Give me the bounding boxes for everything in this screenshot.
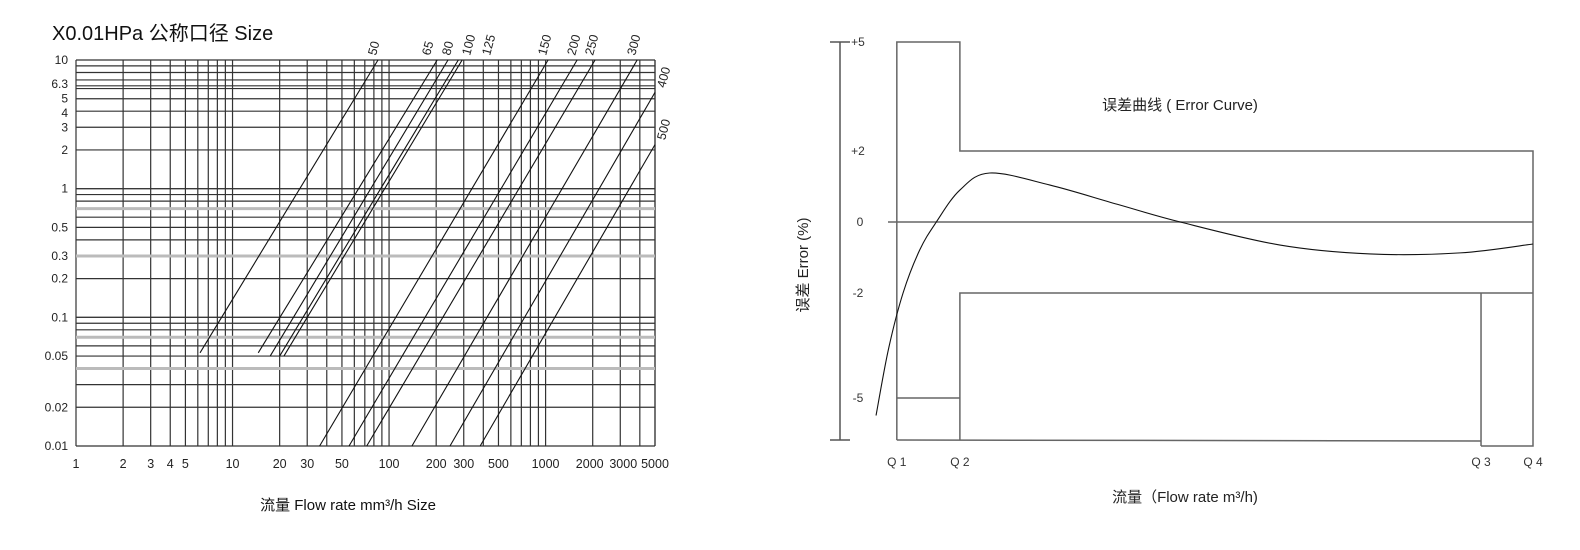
y-tick-label: 2 bbox=[61, 143, 68, 157]
chart-title: X0.01HPa 公称口径 Size bbox=[52, 22, 273, 45]
lower-limit-boundary bbox=[959, 292, 1533, 446]
size-line-300 bbox=[411, 59, 638, 447]
x-tick-label: 5 bbox=[182, 457, 189, 471]
y-tick-label: 0.02 bbox=[45, 400, 69, 414]
x-axis-label: 流量（Flow rate m³/h) bbox=[1112, 489, 1258, 506]
y-tick-label: 0.01 bbox=[45, 439, 69, 453]
x-marker-label: Q 4 bbox=[1523, 455, 1543, 469]
y-tick-label: -5 bbox=[853, 391, 864, 405]
size-label: 65 bbox=[419, 40, 436, 57]
x-tick-label: 1 bbox=[73, 457, 80, 471]
flow-axis bbox=[896, 439, 1482, 442]
chart-title: 误差曲线 ( Error Curve) bbox=[1102, 97, 1258, 114]
y-tick-label: 0.05 bbox=[45, 349, 69, 363]
y-axis-label: 误差 Error (%) bbox=[795, 217, 812, 312]
y-tick-label: -2 bbox=[853, 286, 864, 300]
x-tick-label: 20 bbox=[273, 457, 287, 471]
size-line-80 bbox=[269, 59, 449, 357]
error-curve-chart: +5 +2 0 -2 -5 Q 1 Q 2 Q 3 Q 4 误差曲线 ( Error Curve)… bbox=[795, 35, 1543, 506]
x-axis-label: 流量 Flow rate mm³/h Size bbox=[260, 497, 436, 514]
y-tick-label: +5 bbox=[851, 35, 865, 49]
x-marker-label: Q 3 bbox=[1471, 455, 1491, 469]
size-label: 250 bbox=[582, 33, 601, 57]
y-tick-label: 0.2 bbox=[51, 272, 68, 286]
y-tick-label: 0.5 bbox=[51, 220, 68, 234]
size-label: 50 bbox=[365, 40, 382, 57]
size-label: 500 bbox=[654, 118, 673, 142]
y-tick-label: 4 bbox=[61, 106, 68, 120]
size-line-500 bbox=[479, 144, 656, 447]
x-tick-label: 3 bbox=[147, 457, 154, 471]
size-label: 125 bbox=[479, 33, 498, 57]
x-tick-label: 5000 bbox=[641, 457, 669, 471]
error-curve-line bbox=[875, 172, 1534, 416]
size-label: 150 bbox=[535, 33, 554, 57]
x-tick-label: 30 bbox=[300, 457, 314, 471]
upper-limit-boundary bbox=[896, 41, 1534, 447]
size-line-200 bbox=[348, 59, 578, 447]
x-tick-label: 4 bbox=[167, 457, 174, 471]
size-line-50 bbox=[199, 59, 379, 354]
x-tick-label: 1000 bbox=[532, 457, 560, 471]
y-tick-label: 1 bbox=[61, 182, 68, 196]
x-tick-label: 100 bbox=[379, 457, 400, 471]
x-tick-label: 300 bbox=[453, 457, 474, 471]
x-tick-label: 3000 bbox=[609, 457, 637, 471]
y-tick-label: +2 bbox=[851, 144, 865, 158]
x-tick-label: 500 bbox=[488, 457, 509, 471]
y-tick-label: 0.3 bbox=[51, 249, 68, 263]
size-label: 200 bbox=[564, 33, 583, 57]
size-label: 300 bbox=[625, 33, 644, 57]
size-line-250 bbox=[366, 59, 596, 447]
size-label: 100 bbox=[459, 33, 478, 57]
x-tick-label: 200 bbox=[426, 457, 447, 471]
y-tick-label: 10 bbox=[55, 53, 69, 67]
y-tick-label: 0 bbox=[857, 215, 864, 229]
x-tick-label: 2000 bbox=[576, 457, 604, 471]
x-tick-label: 10 bbox=[226, 457, 240, 471]
y-tick-label: 6.3 bbox=[51, 77, 68, 91]
y-tick-label: 0.1 bbox=[51, 310, 68, 324]
size-line-65 bbox=[257, 59, 438, 354]
y-tick-label: 5 bbox=[61, 92, 68, 106]
size-label: 400 bbox=[654, 65, 673, 89]
size-label: 80 bbox=[439, 40, 456, 57]
size-line-100 bbox=[279, 59, 459, 357]
x-tick-label: 50 bbox=[335, 457, 349, 471]
y-tick-label: 3 bbox=[61, 120, 68, 134]
x-marker-label: Q 2 bbox=[950, 455, 970, 469]
size-line-400 bbox=[449, 92, 656, 447]
x-tick-label: 2 bbox=[120, 457, 127, 471]
x-marker-label: Q 1 bbox=[887, 455, 907, 469]
size-line-125 bbox=[283, 59, 463, 357]
size-line-150 bbox=[319, 59, 549, 447]
